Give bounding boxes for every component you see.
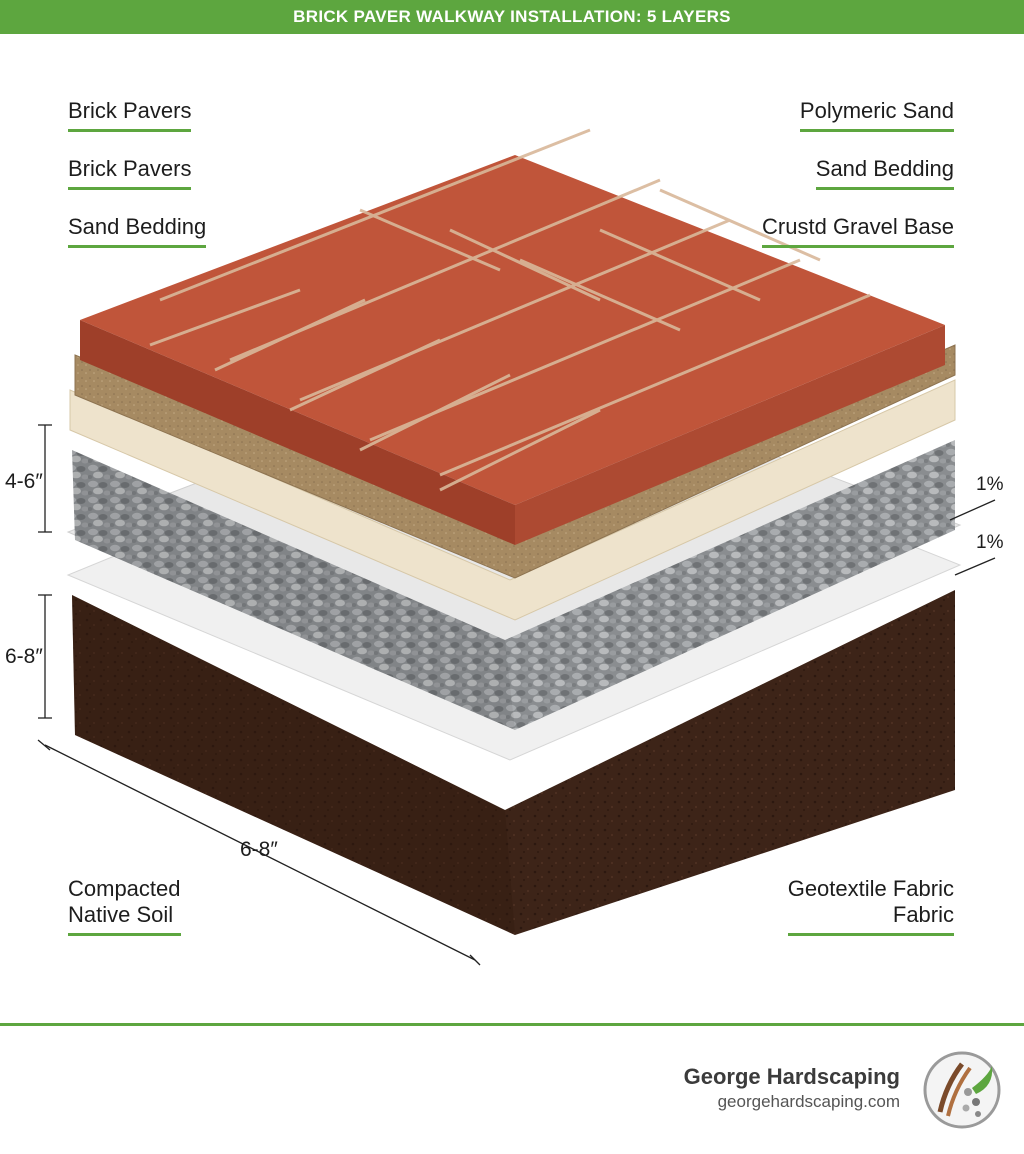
label-geotextile-fabric: Geotextile Fabric Fabric [787, 876, 954, 936]
native-soil-layer [72, 590, 955, 935]
gravel-base-layer [72, 440, 955, 730]
dimension-lines [37, 424, 996, 966]
label-sand-bedding-right: Sand Bedding [815, 156, 954, 190]
label-crushed-gravel-base: Crustd Gravel Base [762, 214, 954, 248]
footer-divider [0, 1023, 1024, 1026]
dimension-soil-depth: 6-8″ [5, 645, 43, 668]
label-brick-pavers-2: Brick Pavers [68, 156, 192, 190]
brand-name: George Hardscaping [683, 1064, 900, 1089]
label-geotextile-line1: Geotextile Fabric [787, 876, 954, 901]
dimension-width: 6-8″ [240, 838, 278, 861]
brand-url[interactable]: georgehardscaping.com [717, 1092, 900, 1111]
title-banner: BRICK PAVER WALKWAY INSTALLATION: 5 LAYE… [0, 0, 1024, 34]
slope-label-1: 1% [976, 474, 1004, 495]
label-sand-bedding-left: Sand Bedding [68, 214, 207, 248]
label-brick-pavers-1: Brick Pavers [68, 98, 192, 132]
george-hardscaping-logo-icon [923, 1051, 1001, 1129]
label-compacted-line1: Compacted [68, 876, 181, 901]
label-geotextile-line2: Fabric [892, 902, 954, 927]
label-polymeric-sand: Polymeric Sand [799, 98, 954, 132]
label-compacted-line2: Native Soil [68, 902, 174, 927]
label-compacted-native-soil: Compacted Native Soil [68, 876, 181, 936]
dimension-gravel-depth: 4-6″ [5, 470, 43, 493]
brick-paver-layer [80, 128, 945, 545]
page-title: BRICK PAVER WALKWAY INSTALLATION: 5 LAYE… [293, 7, 731, 26]
cream-base-layer [69, 379, 956, 621]
slope-label-2: 1% [976, 532, 1004, 553]
